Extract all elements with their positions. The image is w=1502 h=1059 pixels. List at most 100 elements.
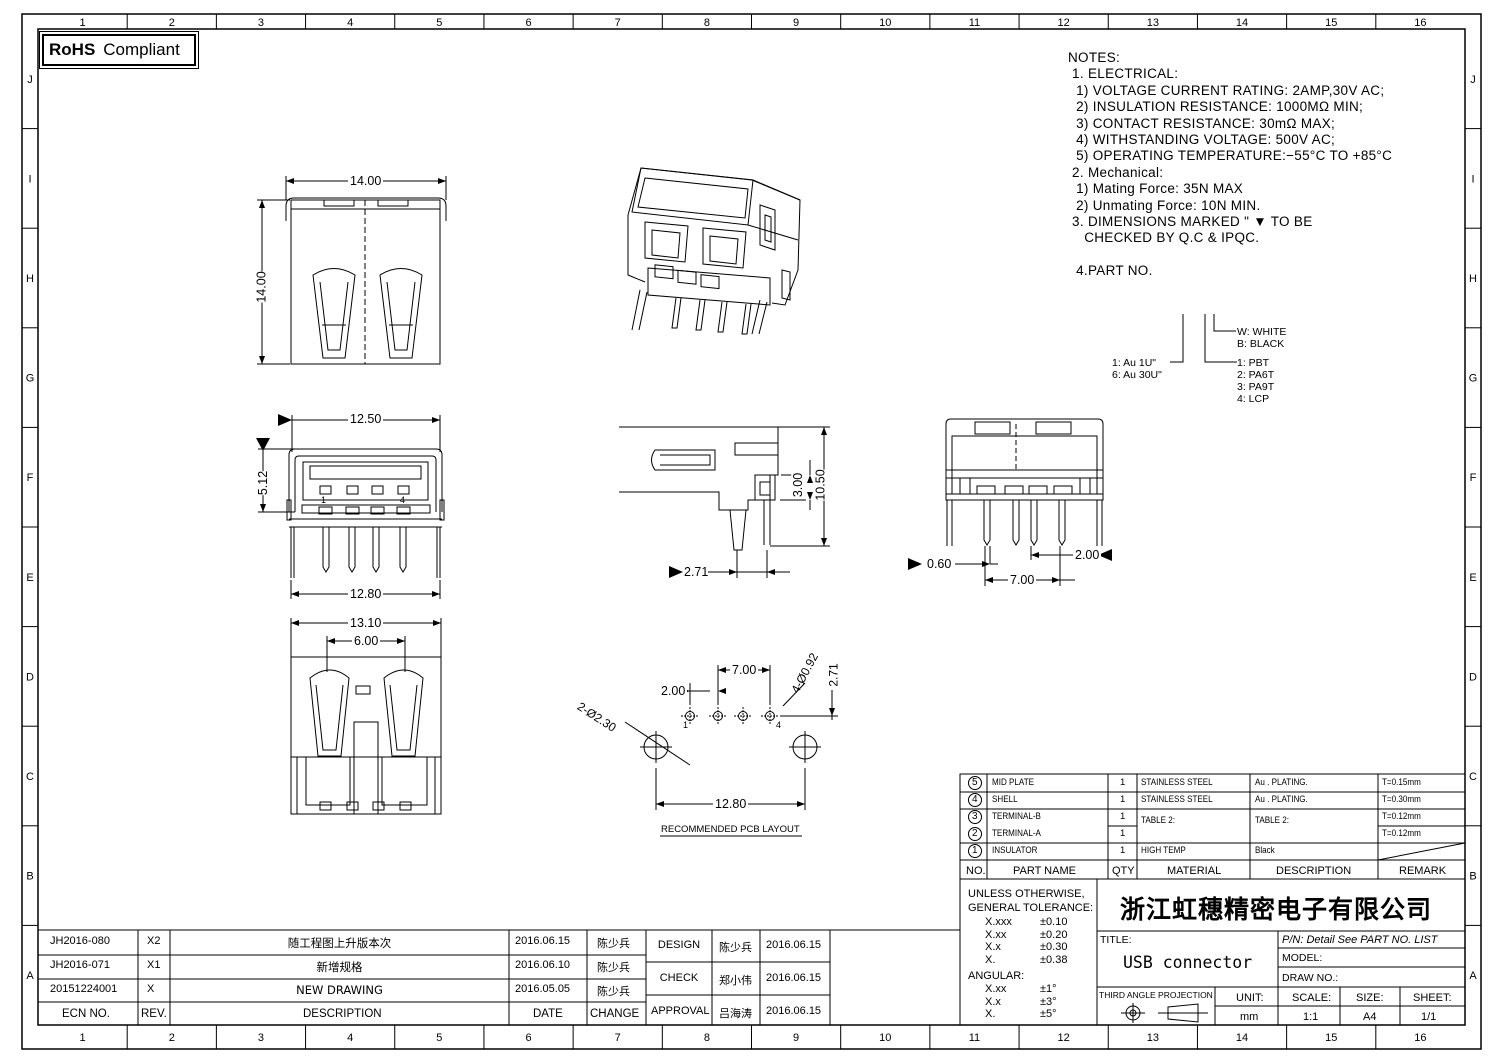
tolerance-value: ±3° <box>1040 995 1057 1008</box>
dim-back-span: 7.00 <box>1008 573 1037 587</box>
title-label: TITLE: <box>1100 934 1132 946</box>
approval-name: 郑小伟 <box>719 974 752 987</box>
grid-col-label: 9 <box>793 17 799 29</box>
projection-icon <box>1121 1003 1208 1023</box>
dim-pcb-width: 12.80 <box>713 797 749 811</box>
tolerance-value: ±0.38 <box>1040 953 1068 966</box>
tolerance-value: ±5° <box>1040 1008 1057 1020</box>
dim-front-width: 12.50 <box>348 412 384 426</box>
rev-desc: NEW DRAWING <box>296 983 383 997</box>
angular-label: ANGULAR: <box>968 970 1025 982</box>
bom-row-material: STAINLESS STEEL <box>1141 777 1213 788</box>
grid-row-label: F <box>27 472 34 484</box>
material-option: 4: LCP <box>1237 393 1270 405</box>
bom-row-qty: 1 <box>1120 777 1126 788</box>
bom-row-remark: T=0.12mm <box>1382 811 1421 822</box>
bom-row-desc: Au . PLATING. <box>1255 777 1308 788</box>
tolerance-value: ±0.20 <box>1040 928 1068 941</box>
rev-desc: 新增规格 <box>316 960 363 974</box>
rev-date: 2016.05.05 <box>515 983 571 995</box>
note-line: 4.PART NO. <box>1068 263 1153 279</box>
note-line: NOTES: <box>1068 50 1121 65</box>
note-line: 3. DIMENSIONS MARKED " ▼ TO BE <box>1068 214 1313 230</box>
dim-front-height: 5.12 <box>256 470 271 496</box>
grid-col-label: 6 <box>525 17 531 29</box>
plating-option: 1: Au 1U" <box>1112 357 1157 369</box>
grid-col-label: 6 <box>525 1032 531 1044</box>
unit-value: mm <box>1240 1011 1259 1023</box>
approval-role: DESIGN <box>657 939 701 951</box>
approval-role: APPROVAL <box>651 1005 710 1017</box>
dim-side-h1: 3.00 <box>791 472 806 498</box>
grid-col-label: 11 <box>969 17 980 29</box>
color-option: B: BLACK <box>1237 338 1285 350</box>
rev-code: X1 <box>147 959 161 971</box>
rev-ecn: JH2016-080 <box>50 935 110 947</box>
tolerance-key: X. <box>985 953 996 966</box>
grid-row-label: A <box>26 970 34 982</box>
grid-col-label: 15 <box>1325 17 1337 29</box>
grid-col-label: 3 <box>258 1032 264 1044</box>
back-view-arrows <box>908 549 1112 583</box>
dim-bottom-width: 13.10 <box>348 616 384 630</box>
part-no-material: 1: PBT 2: PA6T 3: PA9T 4: LCP <box>1237 357 1274 405</box>
rev-code: X2 <box>147 935 161 947</box>
unit-label: UNIT: <box>1236 992 1264 1004</box>
plating-option: 6: Au 30U" <box>1112 369 1162 381</box>
bom-row-part: MID PLATE <box>992 777 1035 788</box>
bom-row-part: TERMINAL-B <box>992 811 1041 822</box>
grid-col-label: 2 <box>169 1032 175 1044</box>
tolerance-value: ±1° <box>1040 983 1057 995</box>
note-line: 3) CONTACT RESISTANCE: 30mΩ MAX; <box>1068 115 1336 131</box>
rev-header-rev: REV. <box>141 1008 167 1020</box>
grid-row-label: B <box>1469 871 1476 883</box>
bom-row-no: 3 <box>972 811 978 822</box>
color-option: W: WHITE <box>1237 326 1287 338</box>
bom-row-no: 5 <box>972 777 978 788</box>
bom-row-material: STAINLESS STEEL <box>1141 794 1213 805</box>
dim-back-pitch: 2.00 <box>1073 548 1102 562</box>
grid-col-label: 15 <box>1325 1032 1337 1044</box>
pcb-caption: RECOMMENDED PCB LAYOUT <box>661 824 800 835</box>
grid-col-label: 4 <box>347 17 353 29</box>
approval-date: 2016.06.15 <box>766 1005 822 1017</box>
bom-header-part: PART NAME <box>1013 865 1076 877</box>
grid-col-label: 1 <box>80 1032 86 1044</box>
size-value: A4 <box>1363 1011 1377 1023</box>
revision-table-lines <box>37 929 961 1026</box>
dim-side-h2: 10.50 <box>813 469 828 501</box>
material-option: 1: PBT <box>1237 357 1270 369</box>
draw-no-label: DRAW NO.: <box>1282 972 1339 984</box>
rev-header-ecn: ECN NO. <box>62 1008 110 1020</box>
notes-block: NOTES: 1. ELECTRICAL: 1) VOLTAGE CURRENT… <box>1068 50 1392 280</box>
grid-row-label: J <box>1470 74 1476 86</box>
grid-col-label: 3 <box>258 17 264 29</box>
grid-row-label: E <box>1469 572 1476 584</box>
bom-row-part: SHELL <box>992 794 1018 805</box>
bom-row-material: TABLE 2: <box>1141 815 1175 826</box>
bom-row-no: 2 <box>972 828 978 839</box>
note-line: 1) VOLTAGE CURRENT RATING: 2AMP,30V AC; <box>1068 82 1385 98</box>
dim-back-pin: 0.60 <box>927 557 952 571</box>
rohs-label: Compliant <box>103 40 180 59</box>
rev-date: 2016.06.15 <box>515 935 571 947</box>
bottom-view-arrows <box>291 620 441 644</box>
front-pin-1: 1 <box>321 495 327 505</box>
isometric-view <box>627 167 801 335</box>
side-view-arrows <box>669 427 827 578</box>
part-no-color: W: WHITE B: BLACK <box>1237 326 1286 350</box>
grid-row-label: G <box>1469 373 1478 385</box>
top-view <box>257 176 447 365</box>
bom-row-remark: T=0.12mm <box>1382 828 1421 839</box>
note-line: 1) Mating Force: 35N MAX <box>1068 181 1244 197</box>
rohs-bold: RoHS <box>49 40 96 59</box>
dim-side-offset: 2.71 <box>684 565 709 579</box>
tolerance-key: X. <box>985 1008 996 1020</box>
grid-col-label: 2 <box>169 17 175 29</box>
rohs-badge: RoHS Compliant <box>39 31 199 69</box>
front-view-arrows <box>256 414 440 597</box>
approval-date: 2016.06.15 <box>766 939 822 951</box>
grid-col-label: 16 <box>1414 1032 1426 1044</box>
grid-row-label: E <box>26 572 33 584</box>
